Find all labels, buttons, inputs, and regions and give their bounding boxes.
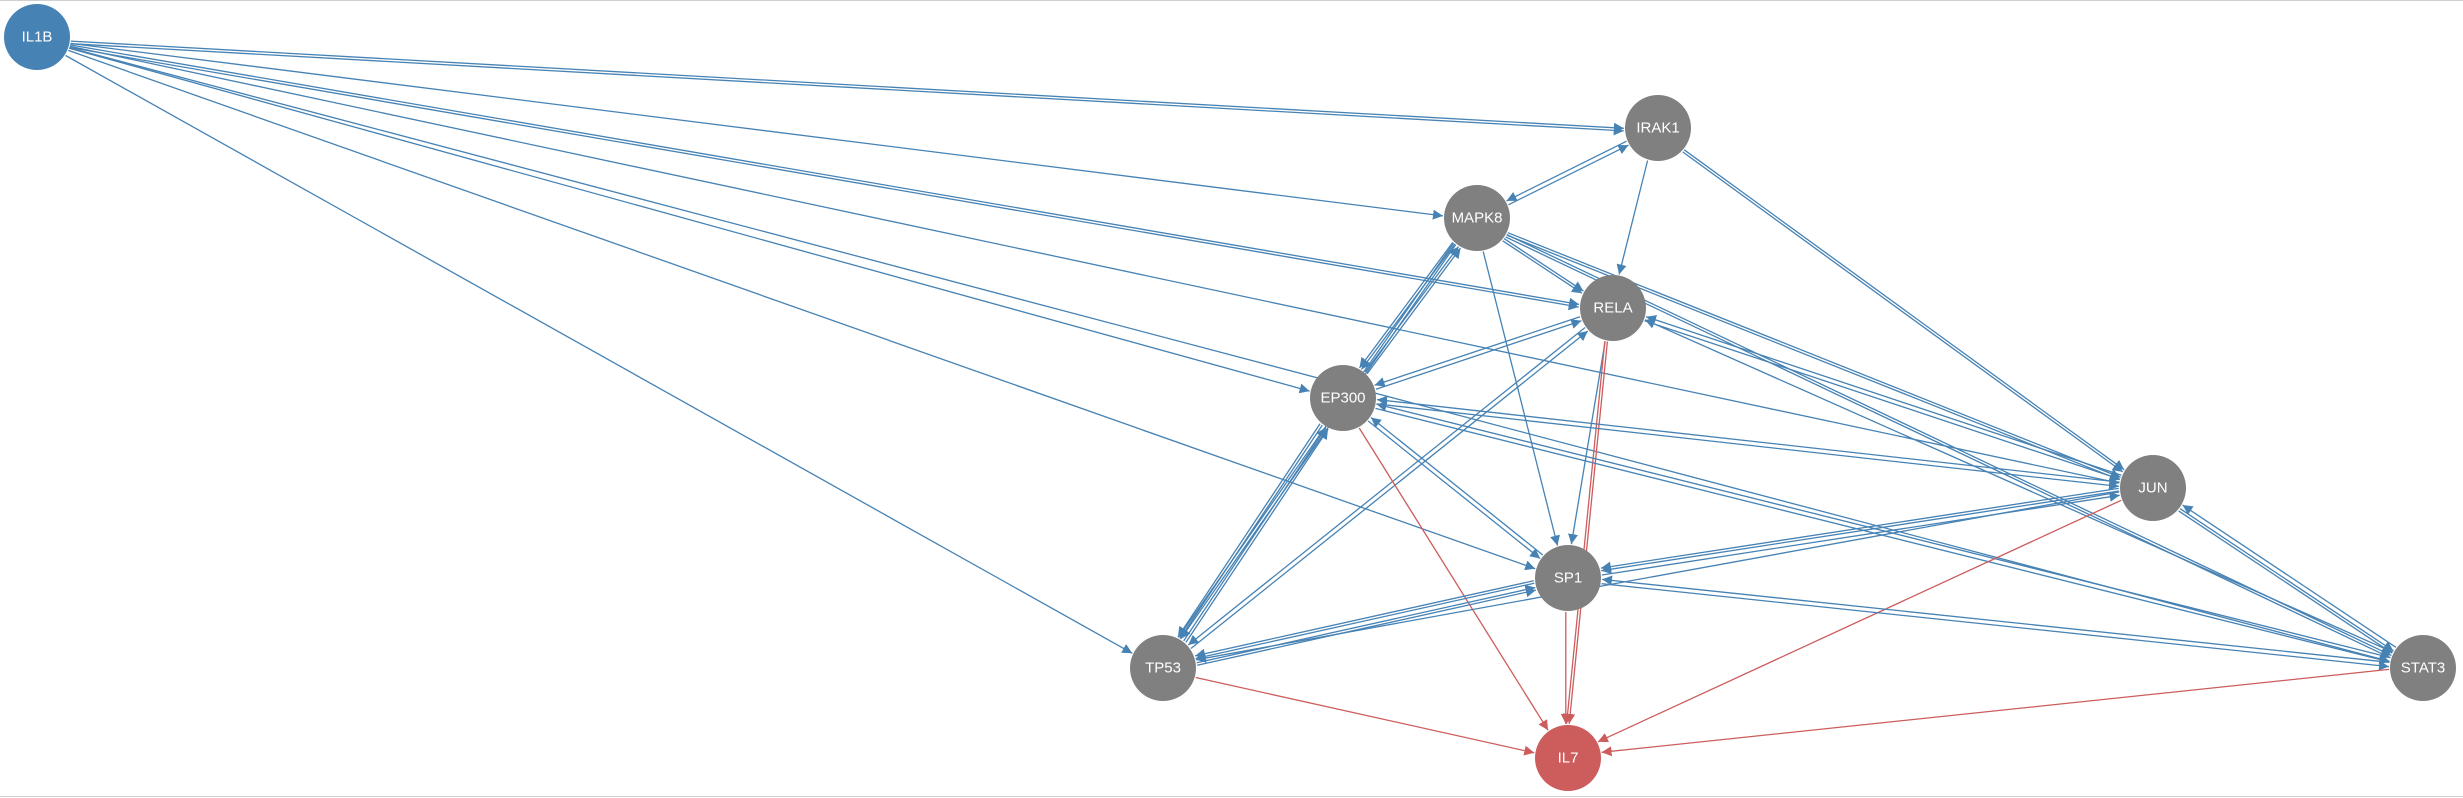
edge-tp53-to-rela bbox=[1190, 330, 1589, 650]
edge-ep300-to-tp53 bbox=[1179, 424, 1323, 639]
node-circle bbox=[2390, 635, 2456, 701]
edge-irak1-to-mapk8 bbox=[1506, 140, 1627, 202]
node-label: RELA bbox=[1593, 300, 1632, 317]
edge-tp53-to-sp1-parallel bbox=[1197, 587, 1537, 666]
edge-stat3-to-ep300 bbox=[1376, 401, 2391, 659]
edge-il1b-to-irak1-parallel bbox=[70, 43, 1624, 136]
edge-rela-to-jun bbox=[1644, 320, 2121, 481]
edge-mapk8-to-sp1 bbox=[1482, 251, 1560, 546]
edge-ep300-to-sp1 bbox=[1367, 420, 1541, 560]
edge-mapk8-to-rela bbox=[1503, 238, 1584, 292]
edge-jun-to-stat3 bbox=[2179, 508, 2394, 652]
edge-ep300-to-mapk8-parallel bbox=[1366, 247, 1462, 374]
edge-jun-to-sp1 bbox=[1601, 490, 2120, 575]
edge-jun-to-ep300 bbox=[1376, 395, 2120, 483]
edge-ep300-to-il7 bbox=[1358, 427, 1549, 731]
node-mapk8[interactable]: MAPK8 bbox=[1444, 185, 1510, 251]
node-label: MAPK8 bbox=[1452, 210, 1503, 227]
node-jun[interactable]: JUN bbox=[2120, 455, 2186, 521]
node-label: TP53 bbox=[1145, 660, 1181, 677]
edge-rela-to-ep300 bbox=[1374, 316, 1581, 387]
node-circle bbox=[1130, 635, 1196, 701]
edge-rela-to-sp1 bbox=[1568, 341, 1606, 545]
edge-mapk8-to-jun-parallel bbox=[1506, 234, 2120, 481]
edge-jun-to-stat3-parallel bbox=[2178, 510, 2393, 654]
edge-layer bbox=[65, 40, 2397, 757]
node-circle bbox=[2120, 455, 2186, 521]
edge-il1b-to-ep300 bbox=[69, 47, 1310, 394]
node-label: JUN bbox=[2138, 480, 2167, 497]
edge-il1b-to-sp1 bbox=[68, 49, 1536, 571]
node-circle bbox=[1444, 185, 1510, 251]
edge-stat3-to-rela bbox=[1644, 319, 2394, 653]
node-il1b[interactable]: IL1B bbox=[4, 4, 70, 70]
edge-il1b-to-rela bbox=[69, 44, 1580, 308]
node-label: IL7 bbox=[1558, 750, 1579, 767]
edge-ep300-to-tp53-parallel bbox=[1177, 423, 1321, 638]
edge-mapk8-to-tp53 bbox=[1180, 244, 1457, 640]
node-rela[interactable]: RELA bbox=[1580, 275, 1646, 341]
edge-jun-to-rela bbox=[1645, 315, 2122, 476]
edge-mapk8-to-rela-parallel bbox=[1502, 240, 1583, 294]
edge-il1b-to-tp53 bbox=[65, 54, 1133, 654]
node-stat3[interactable]: STAT3 bbox=[2390, 635, 2456, 701]
node-irak1[interactable]: IRAK1 bbox=[1625, 95, 1691, 161]
edge-ep300-to-jun bbox=[1376, 403, 2120, 491]
edge-il1b-to-irak1 bbox=[70, 40, 1624, 133]
node-circle bbox=[1625, 95, 1691, 161]
edge-il1b-to-jun bbox=[69, 45, 2120, 486]
edge-irak1-to-jun-parallel bbox=[1682, 151, 2124, 473]
edge-tp53-to-sp1 bbox=[1196, 584, 1536, 664]
node-label: STAT3 bbox=[2401, 660, 2445, 677]
edge-mapk8-to-irak1 bbox=[1508, 144, 1629, 206]
edge-stat3-to-sp1 bbox=[1601, 575, 2390, 663]
node-circle bbox=[4, 4, 70, 70]
edge-tp53-to-ep300-parallel bbox=[1185, 428, 1329, 643]
edge-tp53-to-il7 bbox=[1195, 676, 1535, 756]
edge-il1b-to-stat3 bbox=[69, 47, 2390, 664]
edge-mapk8-to-jun bbox=[1507, 232, 2121, 479]
node-tp53[interactable]: TP53 bbox=[1130, 635, 1196, 701]
edge-tp53-to-ep300 bbox=[1183, 427, 1327, 642]
node-circle bbox=[1580, 275, 1646, 341]
edge-jun-to-sp1-parallel bbox=[1600, 487, 2119, 572]
edge-il1b-to-mapk8 bbox=[70, 42, 1444, 220]
node-label: EP300 bbox=[1320, 390, 1365, 407]
edge-sp1-to-stat3 bbox=[1601, 583, 2390, 671]
edge-il1b-to-rela-parallel bbox=[69, 46, 1579, 311]
edge-jun-to-il7 bbox=[1597, 499, 2122, 743]
node-sp1[interactable]: SP1 bbox=[1535, 545, 1601, 611]
edge-stat3-to-jun bbox=[2182, 504, 2397, 648]
node-ep300[interactable]: EP300 bbox=[1310, 365, 1376, 431]
edge-rela-to-il7-parallel bbox=[1562, 341, 1606, 724]
edge-mapk8-to-ep300-parallel bbox=[1358, 242, 1454, 369]
edge-sp1-to-jun bbox=[1601, 491, 2120, 576]
edge-ep300-to-rela bbox=[1375, 319, 1582, 390]
node-circle bbox=[1535, 545, 1601, 611]
edge-mapk8-to-ep300 bbox=[1360, 243, 1456, 370]
node-label: IRAK1 bbox=[1636, 120, 1679, 137]
edge-irak1-to-rela bbox=[1616, 160, 1649, 275]
edge-sp1-to-tp53 bbox=[1195, 582, 1535, 662]
edge-mapk8-to-stat3 bbox=[1506, 234, 2392, 656]
edge-sp1-to-tp53-parallel bbox=[1194, 580, 1534, 659]
edge-ep300-to-mapk8 bbox=[1364, 246, 1460, 373]
node-circle bbox=[1310, 365, 1376, 431]
edge-mapk8-to-stat3-parallel bbox=[1505, 236, 2391, 659]
edge-rela-to-il7 bbox=[1565, 341, 1609, 724]
node-label: SP1 bbox=[1554, 570, 1582, 587]
edge-irak1-to-jun bbox=[1683, 149, 2125, 471]
node-label: IL1B bbox=[22, 29, 53, 46]
node-circle bbox=[1535, 725, 1601, 791]
node-il7[interactable]: IL7 bbox=[1535, 725, 1601, 791]
edge-stat3-to-il7 bbox=[1601, 668, 2390, 757]
edge-sp1-to-ep300 bbox=[1370, 416, 1544, 556]
edge-rela-to-tp53 bbox=[1187, 326, 1586, 646]
